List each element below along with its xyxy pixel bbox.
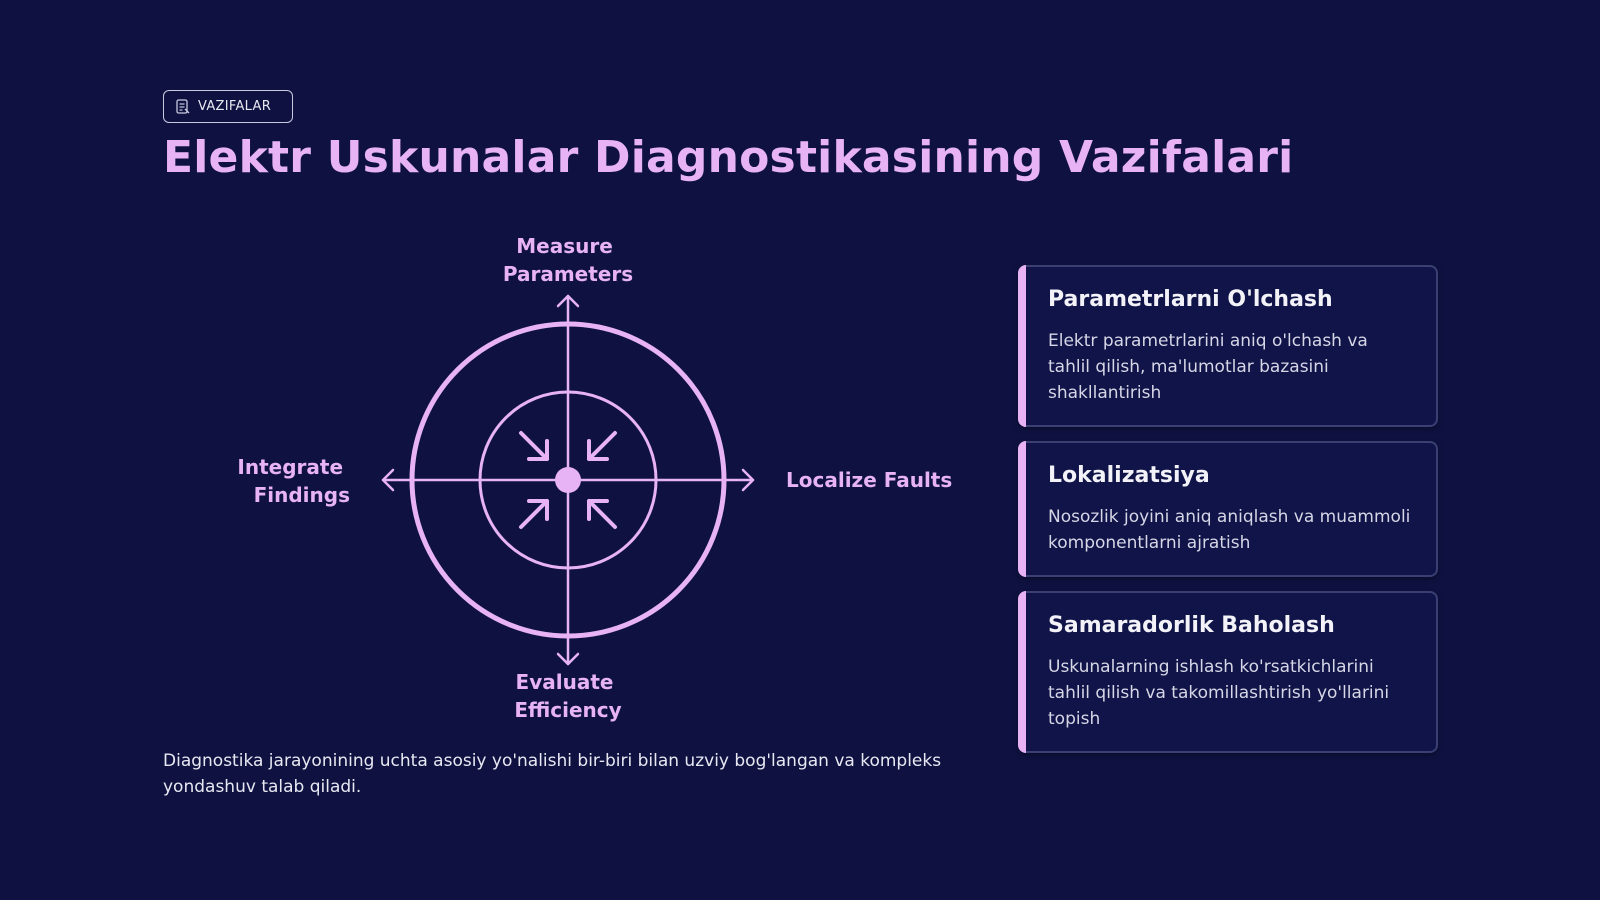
document-icon: [176, 98, 190, 114]
card-title: Parametrlarni O'lchash: [1048, 287, 1333, 312]
card-title: Lokalizatsiya: [1048, 463, 1210, 488]
arrow-right-icon: [741, 468, 755, 492]
card-description: Nosozlik joyini aniq aniqlash va muammol…: [1048, 507, 1411, 553]
page-title: Elektr Uskunalar Diagnostikasining Vazif…: [163, 132, 1294, 183]
caption-text: Diagnostika jarayonining uchta asosiy yo…: [163, 751, 942, 797]
center-dot: [555, 467, 581, 493]
label-integrate-findings: Integrate Findings: [237, 455, 350, 507]
card-title: Samaradorlik Baholash: [1048, 613, 1335, 638]
label-localize-faults: Localize Faults: [786, 468, 952, 492]
task-cards: Parametrlarni O'lchash Elektr parametrla…: [1018, 265, 1438, 767]
label-measure-parameters: Measure Parameters: [503, 234, 633, 286]
label-evaluate-efficiency: Evaluate Efficiency: [514, 670, 621, 722]
section-tag: VAZIFALAR: [163, 90, 293, 123]
card-description: Elektr parametrlarini aniq o'lchash va t…: [1048, 331, 1368, 403]
converge-arrows-icon: [519, 431, 617, 529]
card-description: Uskunalarning ishlash ko'rsatkichlarini …: [1048, 657, 1390, 729]
arrow-left-icon: [381, 468, 395, 492]
task-card-efficiency: Samaradorlik Baholash Uskunalarning ishl…: [1018, 591, 1438, 753]
arrow-down-icon: [556, 652, 580, 666]
arrow-up-icon: [556, 294, 580, 308]
task-card-localization: Lokalizatsiya Nosozlik joyini aniq aniql…: [1018, 441, 1438, 577]
task-card-measurement: Parametrlarni O'lchash Elektr parametrla…: [1018, 265, 1438, 427]
section-tag-label: VAZIFALAR: [198, 99, 272, 114]
